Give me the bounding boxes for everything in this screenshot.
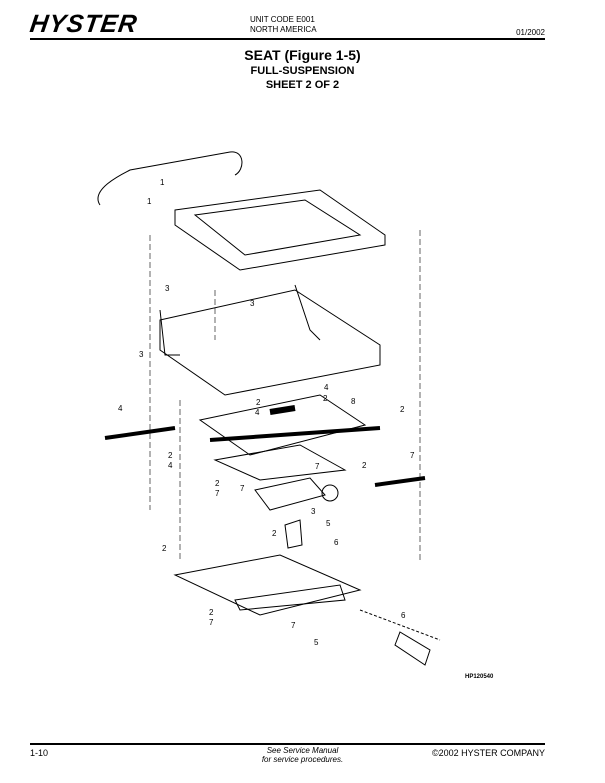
callout: 5: [326, 519, 331, 528]
callout: 1: [160, 178, 165, 187]
callout: 3: [165, 284, 170, 293]
callout: 7: [215, 489, 220, 498]
callout: 2: [168, 451, 173, 460]
figure-id: HP120540: [465, 674, 494, 680]
callout: 7: [315, 462, 320, 471]
callout: 4: [168, 461, 173, 470]
subtitle: FULL-SUSPENSION: [250, 65, 355, 77]
callout: 5: [314, 638, 319, 647]
callout: 7: [410, 451, 415, 460]
callout: 2: [209, 608, 214, 617]
callout: 6: [334, 538, 339, 547]
damper: [254, 477, 326, 511]
scissor-link: [198, 394, 367, 456]
callout: 3: [311, 507, 316, 516]
footer-rule: [30, 743, 545, 745]
base-plate: [173, 554, 362, 616]
page-number: 1-10: [30, 748, 49, 758]
header-rule: [30, 38, 545, 40]
sheet-label: SHEET 2 OF 2: [265, 79, 340, 91]
callout: 2: [256, 398, 261, 407]
callout: 4: [324, 383, 329, 392]
callout: 2: [323, 394, 328, 403]
callout: 8: [351, 397, 356, 406]
wire-bracket: [97, 151, 243, 206]
callout: 2: [272, 529, 277, 538]
seat-frame-lower: [159, 289, 381, 396]
callout: 7: [240, 484, 245, 493]
callout: 1: [147, 197, 152, 206]
callout: 7: [291, 621, 296, 630]
callout: 4: [255, 408, 260, 417]
page-title: SEAT (Figure 1-5): [244, 47, 361, 63]
callout: 3: [250, 299, 255, 308]
callout: 2: [215, 479, 220, 488]
service-note-line2: for service procedures.: [261, 755, 344, 764]
callout: 3: [139, 350, 144, 359]
callout: 2: [400, 405, 405, 414]
callout: 2: [362, 461, 367, 470]
copyright: ©2002 HYSTER COMPANY: [432, 748, 545, 758]
callout: 4: [118, 404, 123, 413]
callout: 6: [401, 611, 406, 620]
seat-frame-top: [174, 189, 386, 271]
seat-exploded-diagram: [97, 151, 441, 666]
region-text: NORTH AMERICA: [250, 25, 317, 34]
unit-code-text: UNIT CODE E001: [250, 15, 315, 24]
service-note-line1: See Service Manual: [266, 746, 339, 755]
adjust-knob: [394, 631, 431, 666]
callout: 2: [162, 544, 167, 553]
callout: 7: [209, 618, 214, 627]
date: 01/2002: [516, 28, 545, 37]
